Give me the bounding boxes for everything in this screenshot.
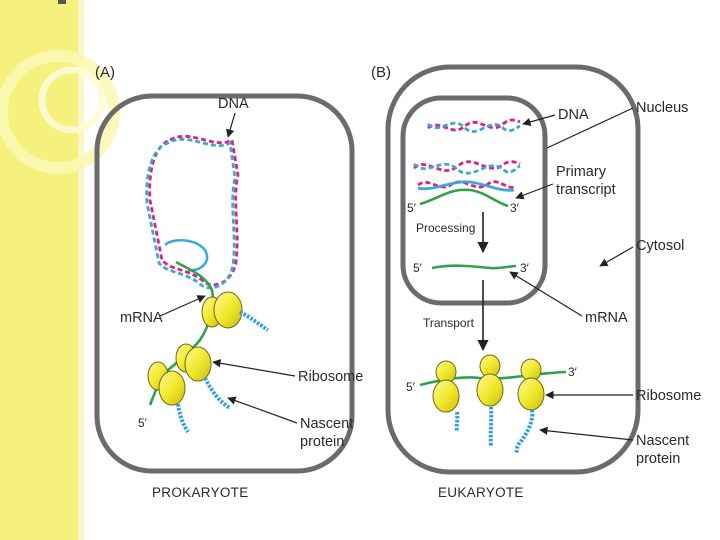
cyto-three-prime: 3′	[568, 365, 578, 379]
panel-a-letter: (A)	[95, 64, 115, 81]
eukaryote-nascent-label-2: protein	[636, 451, 680, 467]
nuclear-mrna-five-prime: 5′	[413, 261, 423, 275]
cyto-five-prime: 5′	[406, 380, 416, 394]
nucleus-label: Nucleus	[636, 100, 688, 116]
eukaryote-ribosome-1	[432, 360, 460, 413]
slide-accent-strip	[0, 0, 120, 540]
prokaryote-ribosome-2	[175, 343, 212, 382]
transport-label: Transport	[423, 316, 475, 330]
nuclear-mrna-three-prime: 3′	[520, 261, 530, 275]
prokaryote-protein-2	[203, 377, 232, 410]
primary-three-prime: 3′	[510, 201, 520, 215]
panel-a-prokaryote: (A) DNA mRNA Ribos	[94, 64, 363, 500]
prokaryote-protein-1	[239, 310, 270, 332]
eukaryote-ribosome-2	[476, 354, 504, 407]
eukaryote-protein-3	[514, 409, 535, 455]
eukaryote-cell-membrane	[385, 64, 641, 475]
prokaryote-mrna-label: mRNA	[120, 310, 163, 326]
panel-b-letter: (B)	[371, 64, 391, 81]
prokaryote-ribosome-label: Ribosome	[298, 369, 363, 385]
eukaryote-nucleus-membrane	[400, 95, 548, 306]
primary-five-prime: 5′	[407, 201, 417, 215]
eukaryote-mrna-label: mRNA	[585, 310, 628, 326]
prokaryote-caption: PROKARYOTE	[152, 485, 249, 500]
panel-b-eukaryote: (B) 5′ 3′ Processing 5′ 3′ Transport 5′ …	[371, 64, 701, 500]
processing-label: Processing	[416, 221, 475, 235]
eukaryote-ribosome-label: Ribosome	[636, 388, 701, 404]
prokaryote-nascent-label-1: Nascent	[300, 416, 353, 432]
eukaryote-ribosome-3	[517, 358, 545, 411]
prokaryote-dna	[145, 134, 240, 290]
eukaryote-dna	[413, 118, 521, 192]
prokaryote-ribosome-3	[147, 361, 186, 406]
eukaryote-caption: EUKARYOTE	[438, 485, 524, 500]
prokaryote-dna-label: DNA	[218, 96, 249, 112]
prokaryote-nascent-label-2: protein	[300, 434, 344, 450]
prokaryote-cell-membrane	[94, 93, 355, 474]
eukaryote-protein-2	[488, 406, 494, 447]
cytosol-label: Cytosol	[636, 238, 684, 254]
eukaryote-dna-label: DNA	[558, 107, 589, 123]
eukaryote-protein-1	[454, 411, 460, 433]
prokaryote-five-prime: 5′	[138, 416, 148, 430]
prokaryote-ribosome-1	[201, 291, 243, 329]
primary-transcript	[419, 188, 509, 208]
eukaryote-nascent-label-1: Nascent	[636, 433, 689, 449]
prokaryote-protein-3	[176, 403, 190, 434]
primary-transcript-label-1: Primary	[556, 164, 607, 180]
primary-transcript-label-2: transcript	[556, 182, 616, 198]
nuclear-mrna	[431, 264, 517, 270]
